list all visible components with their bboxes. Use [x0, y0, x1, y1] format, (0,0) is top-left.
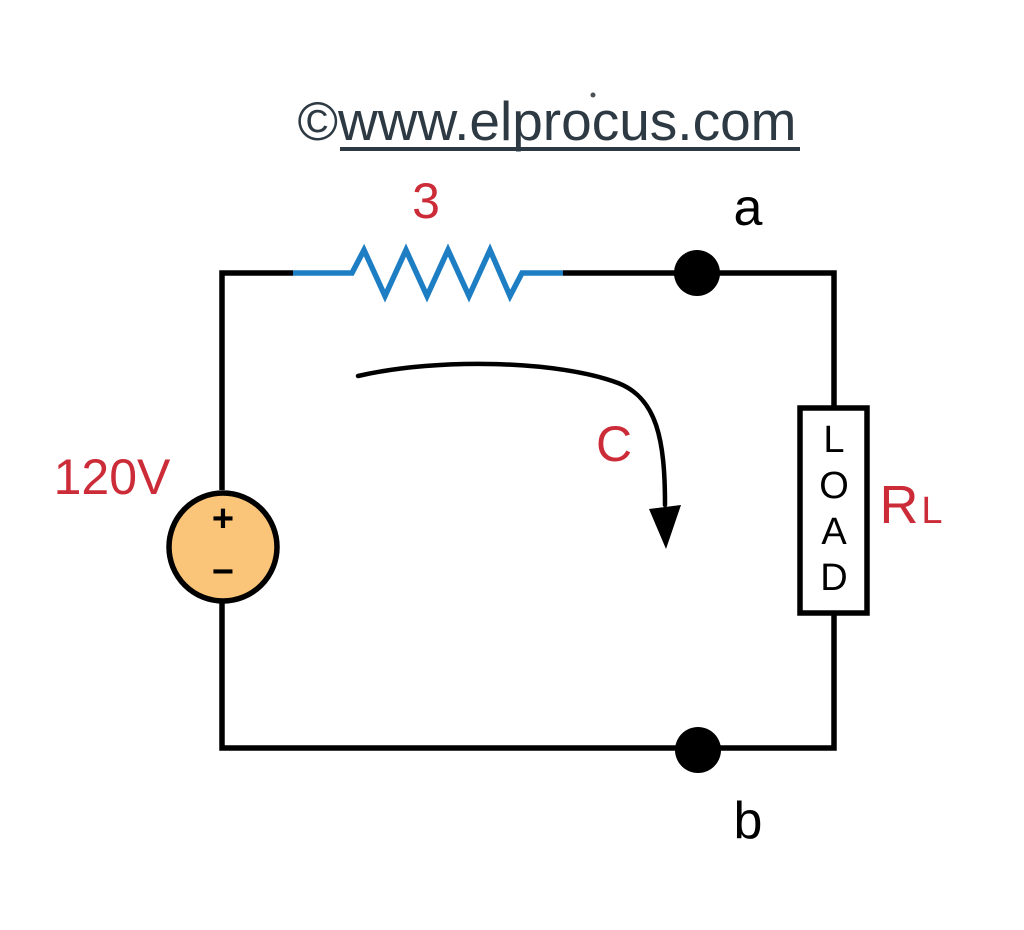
load-letter-a: A — [821, 511, 847, 553]
load-letter-o: O — [819, 465, 849, 507]
terminal-b-dot — [675, 727, 721, 773]
terminal-b-label: b — [734, 792, 763, 850]
load-box — [797, 405, 870, 616]
terminal-a-dot — [674, 250, 720, 296]
watermark-text: ©www.elprocus.com — [297, 90, 796, 152]
resistor-symbol — [293, 243, 563, 303]
voltage-source-icon — [166, 490, 280, 604]
terminal-a-label: a — [734, 179, 763, 237]
source-voltage-label: 120V — [54, 449, 171, 505]
load-letter-l: L — [823, 419, 844, 461]
load-resistance-symbol: R — [880, 475, 919, 535]
wire-bottom — [219, 596, 837, 751]
wire-top-left — [219, 270, 293, 490]
resistor-value-label: 3 — [412, 173, 440, 229]
source-plus-sign: + — [212, 498, 234, 540]
source-minus-sign: − — [212, 551, 234, 593]
load-letter-d: D — [820, 557, 847, 599]
current-arrow-arc — [355, 361, 668, 508]
load-resistance-subscript: L — [921, 490, 942, 532]
wire-top-right — [563, 270, 837, 408]
current-label: C — [596, 416, 632, 472]
stray-dot — [590, 92, 596, 98]
current-arrow-head — [649, 505, 681, 549]
